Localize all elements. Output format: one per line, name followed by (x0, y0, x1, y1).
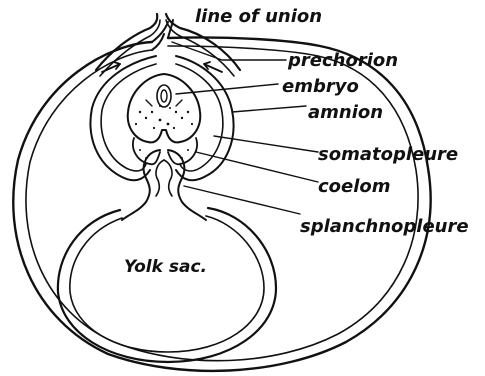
leader-splanchnopleure (184, 186, 300, 214)
label-embryo: embryo (282, 76, 359, 97)
leader-coelom (196, 152, 318, 182)
label-somatopleure: somatopleure (318, 144, 458, 165)
label-prechorion: prechorion (287, 50, 398, 71)
leader-amnion (232, 106, 306, 112)
label-coelom: coelom (318, 176, 391, 197)
splanchnopleure-stalk (122, 150, 206, 220)
yolk-sac (58, 208, 276, 362)
embryo-body (128, 74, 201, 142)
label-splanchnopleure: splanchnopleure (300, 216, 469, 237)
label-line-of-union: line of union (195, 6, 322, 27)
label-yolk-sac: Yolk sac. (124, 257, 207, 277)
label-amnion: amnion (308, 102, 383, 123)
